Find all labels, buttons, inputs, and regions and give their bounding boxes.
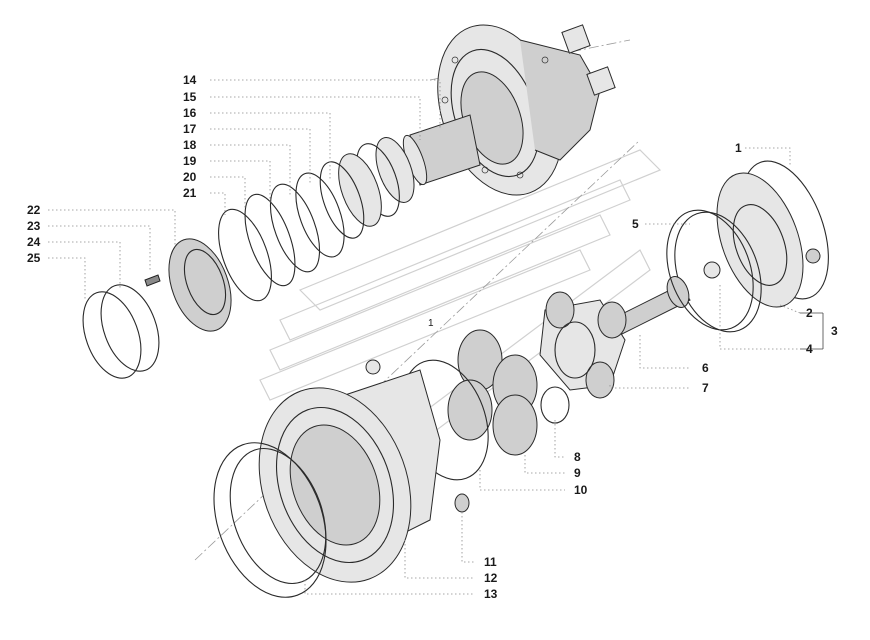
piston-ring bbox=[168, 238, 232, 332]
label-18: 18 bbox=[183, 138, 197, 152]
label-17: 17 bbox=[183, 122, 197, 136]
label-20: 20 bbox=[183, 170, 197, 184]
label-3: 3 bbox=[831, 324, 838, 338]
label-6: 6 bbox=[702, 361, 709, 375]
label-9: 9 bbox=[574, 466, 581, 480]
leader-lines bbox=[48, 79, 824, 595]
planet-gears bbox=[447, 329, 570, 456]
label-1: 1 bbox=[735, 141, 742, 155]
snap-rings bbox=[82, 284, 160, 379]
brake-disc-stack bbox=[218, 137, 415, 302]
hub-seal bbox=[213, 442, 327, 598]
label-15: 15 bbox=[183, 90, 197, 104]
label-7: 7 bbox=[702, 381, 709, 395]
label-22: 22 bbox=[27, 203, 41, 217]
label-13: 13 bbox=[484, 587, 498, 601]
label-8: 8 bbox=[574, 450, 581, 464]
label-23: 23 bbox=[27, 219, 41, 233]
part-labels: 14 15 16 17 18 19 20 21 22 23 24 25 1 5 … bbox=[27, 73, 838, 601]
label-16: 16 bbox=[183, 106, 197, 120]
spring bbox=[144, 274, 161, 287]
center-axis bbox=[194, 139, 641, 561]
label-10: 10 bbox=[574, 483, 588, 497]
hub-body bbox=[258, 359, 470, 583]
seal-ring bbox=[666, 209, 754, 331]
label-25: 25 bbox=[27, 251, 41, 265]
label-4: 4 bbox=[806, 342, 813, 356]
planet-carrier bbox=[539, 291, 627, 399]
label-5: 5 bbox=[632, 217, 639, 231]
label-19: 19 bbox=[183, 154, 197, 168]
label-14: 14 bbox=[183, 73, 197, 87]
label-24: 24 bbox=[27, 235, 41, 249]
splined-shaft bbox=[402, 114, 481, 186]
label-12: 12 bbox=[484, 571, 498, 585]
axis-marker-label: 1 bbox=[428, 318, 434, 329]
axis-segment bbox=[429, 39, 631, 81]
label-11: 11 bbox=[484, 555, 497, 569]
label-2: 2 bbox=[806, 306, 813, 320]
hub-housing-top bbox=[437, 24, 616, 196]
end-cover bbox=[674, 160, 829, 333]
label-21: 21 bbox=[183, 186, 197, 200]
